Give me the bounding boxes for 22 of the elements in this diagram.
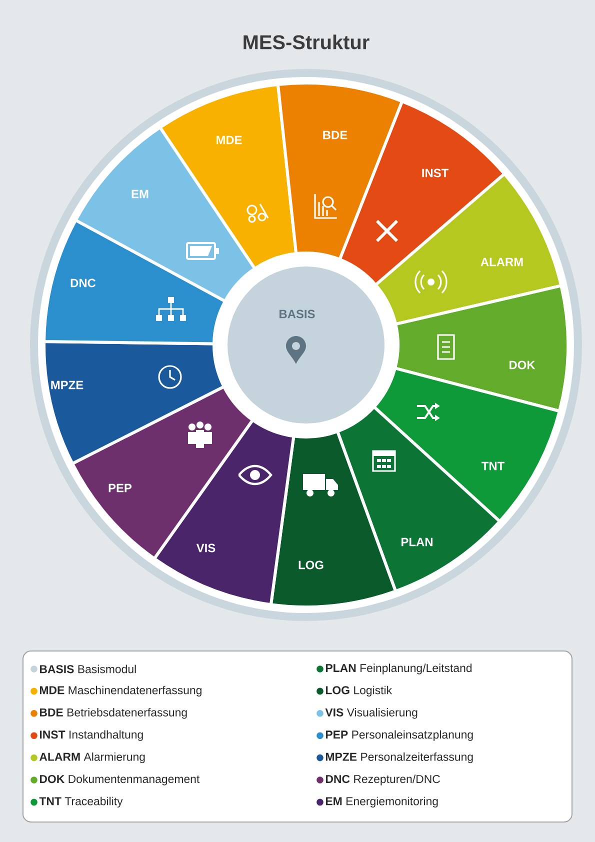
legend-text: PEP Personaleinsatzplanung <box>326 730 473 741</box>
legend-text: PLAN Feinplanung/Leitstand <box>326 664 472 674</box>
puzzle-piece: MDE <box>158 83 298 270</box>
legend-text: VIS Visualisierung <box>325 708 418 719</box>
legend-text: DNC Rezepturen/DNC <box>326 774 440 786</box>
legend-text: MPZE Personalzeiterfassung <box>326 752 473 764</box>
title: MES-Struktur <box>244 34 370 50</box>
legend-text: TNT Traceability <box>39 796 123 808</box>
legend-text: ALARM Alarmierung <box>39 752 145 764</box>
legend-text: LOG Logistik <box>326 686 392 697</box>
puzzle-piece: LOG <box>269 430 398 608</box>
legend-text: BDE Betriebsdatenerfassung <box>40 708 187 719</box>
legend-text: EM Energiemonitoring <box>326 796 438 808</box>
legend-text: MDE Maschinendatenerfassung <box>40 686 202 697</box>
legend-text: DOK Dokumentenmanagement <box>40 774 200 786</box>
legend-text: BASIS Basismodul <box>40 664 136 674</box>
puzzle-piece: DNC <box>42 218 227 346</box>
puzzle-piece: BDE <box>276 82 404 261</box>
puzzle-piece: DOK <box>394 284 570 413</box>
puzzle-piece: VIS <box>152 418 296 606</box>
legend-text: INST Instandhaltung <box>40 730 143 741</box>
puzzle-piece: MPZE <box>42 340 226 466</box>
